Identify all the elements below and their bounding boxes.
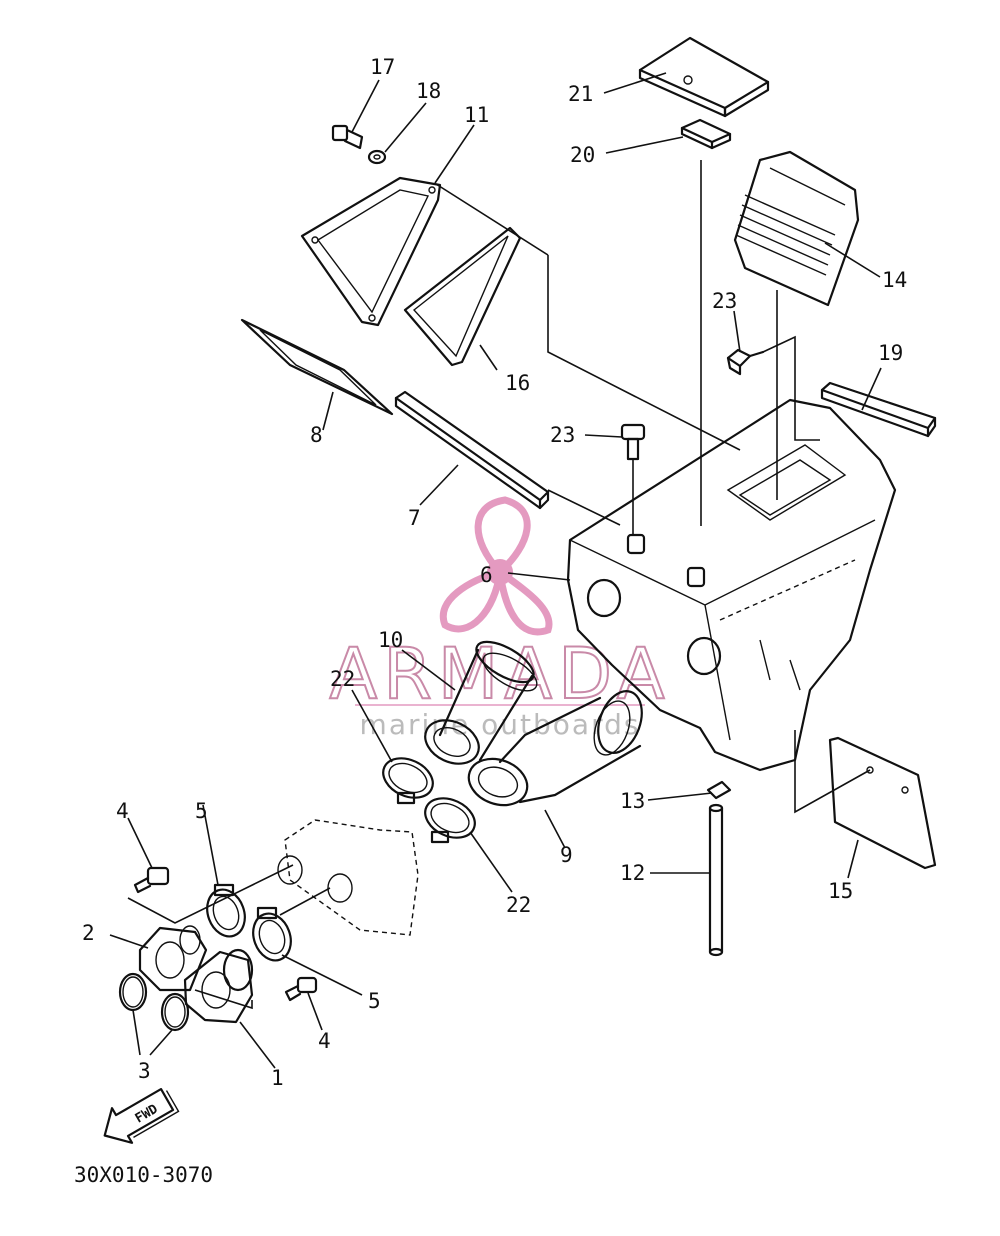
part-21-cover-plate — [638, 36, 770, 118]
part-4-bolt-upper — [133, 866, 170, 894]
part-20-pad — [680, 118, 732, 150]
diagram-code: 30X010-3070 — [74, 1163, 213, 1187]
callout-5-lower: 5 — [368, 989, 381, 1013]
callout-13: 13 — [620, 789, 645, 813]
callout-11: 11 — [464, 103, 489, 127]
part-18-washer — [367, 149, 387, 165]
part-8-element — [240, 318, 394, 416]
watermark-tagline: marine outboards — [360, 708, 641, 741]
callout-20: 20 — [570, 143, 595, 167]
callout-3: 3 — [138, 1059, 151, 1083]
callout-4-lower: 4 — [318, 1029, 331, 1053]
part-22-clamp-lower — [424, 797, 476, 844]
callout-4-upper: 4 — [116, 799, 129, 823]
part-3-o-ring-lower — [160, 992, 190, 1032]
part-17-bolt — [331, 124, 364, 150]
part-10-joint — [424, 640, 538, 765]
fwd-label: FWD — [133, 1102, 161, 1127]
callout-12: 12 — [620, 861, 645, 885]
callout-2: 2 — [82, 921, 95, 945]
callout-10: 10 — [378, 628, 403, 652]
part-6-filter-case — [566, 398, 897, 772]
part-5-clamp-left — [206, 883, 246, 938]
part-23-bolt-upper — [726, 348, 765, 376]
callout-labels: 1 2 3 4 4 5 5 6 7 8 9 10 11 12 13 14 15 … — [82, 55, 907, 1090]
callout-22-upper: 22 — [330, 667, 355, 691]
callout-14: 14 — [882, 268, 907, 292]
part-22-clamp-upper — [382, 757, 434, 805]
callout-7: 7 — [408, 506, 421, 530]
callout-5-upper: 5 — [195, 799, 208, 823]
leader-lines — [109, 72, 882, 1069]
part-3-o-ring-upper — [118, 972, 148, 1012]
callout-19: 19 — [878, 341, 903, 365]
callout-8: 8 — [310, 423, 323, 447]
part-7-foam — [394, 390, 550, 510]
part-5-clamp-right — [252, 906, 292, 962]
propeller-logo-icon — [439, 496, 553, 636]
callout-23-upper: 23 — [712, 289, 737, 313]
callout-1: 1 — [271, 1066, 284, 1090]
callout-15: 15 — [828, 879, 853, 903]
part-14-intake-duct — [733, 150, 860, 307]
part-11-filter-frame — [300, 176, 442, 327]
callout-18: 18 — [416, 79, 441, 103]
callout-6: 6 — [480, 563, 493, 587]
callout-21: 21 — [568, 82, 593, 106]
part-19-strip — [820, 381, 937, 438]
part-9-joint — [467, 690, 643, 807]
part-23-bolt-lower — [620, 423, 646, 461]
callout-16: 16 — [505, 371, 530, 395]
callout-22-lower: 22 — [506, 893, 531, 917]
part-15-plate — [828, 736, 937, 870]
part-13-clip — [706, 780, 732, 800]
callout-17: 17 — [370, 55, 395, 79]
callout-23-lower: 23 — [550, 423, 575, 447]
part-16-gasket — [403, 226, 522, 367]
watermark: ARMADA marine outboards — [328, 496, 666, 741]
engine-outline — [277, 819, 419, 936]
fwd-arrow: FWD — [103, 1088, 180, 1144]
part-12-drain-hose — [708, 803, 724, 957]
part-1-carb-joint — [183, 948, 254, 1024]
callout-9: 9 — [560, 843, 573, 867]
part-2-joint-flange — [138, 925, 208, 992]
part-4-bolt-lower — [284, 976, 318, 1002]
